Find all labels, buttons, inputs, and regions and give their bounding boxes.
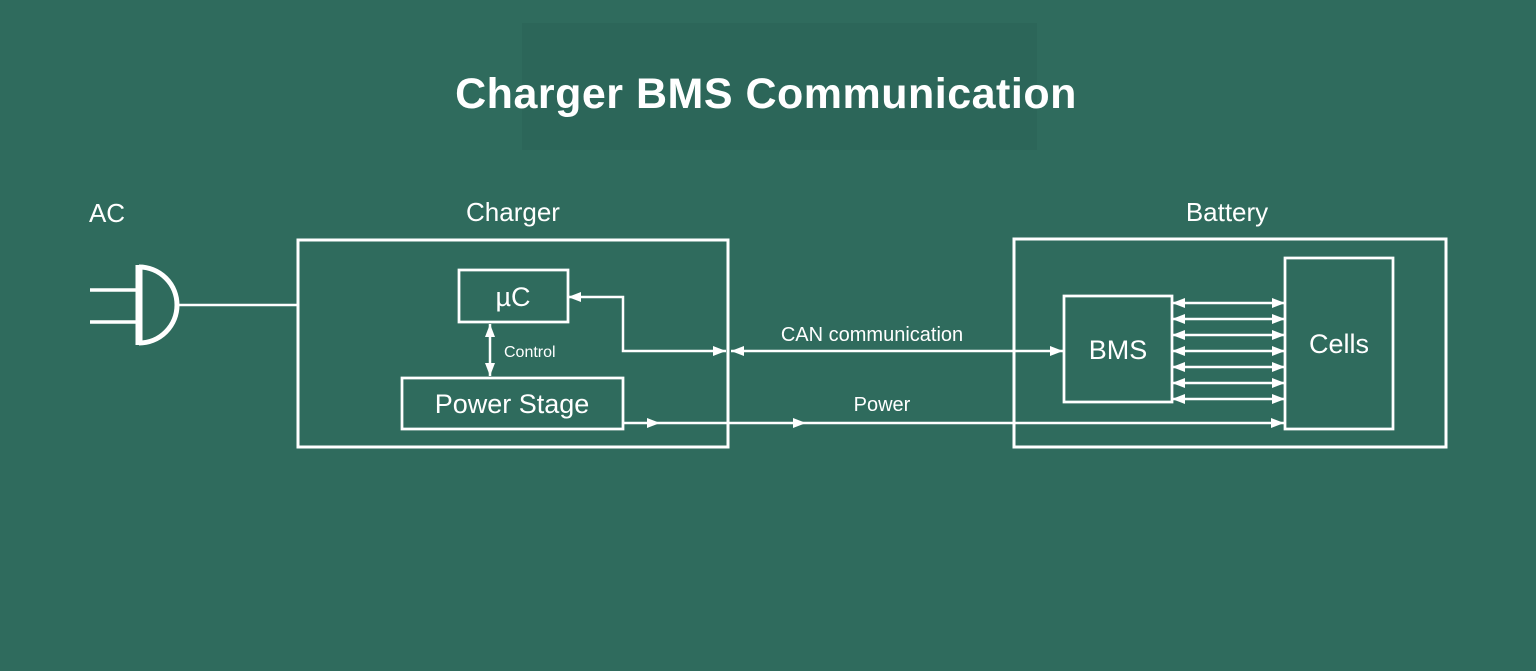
- can-communication-label: CAN communication: [781, 324, 963, 346]
- cells-label: Cells: [1309, 329, 1369, 359]
- charger-box: [296, 238, 730, 449]
- plug-dome: [138, 264, 180, 346]
- title-background-band: [522, 23, 1037, 150]
- bms-cells-links: [1172, 298, 1285, 404]
- power-stage-box: [400, 376, 625, 431]
- page-title: Charger BMS Communication: [455, 70, 1077, 118]
- cells-box: [1283, 256, 1395, 431]
- ac-label: AC: [89, 198, 125, 228]
- power-label: Power: [854, 394, 911, 416]
- ac-plug-icon: [90, 264, 180, 346]
- bms-label: BMS: [1089, 335, 1148, 365]
- mcu-label: µC: [495, 282, 530, 312]
- battery-label: Battery: [1186, 197, 1268, 227]
- control-label: Control: [504, 344, 556, 361]
- charger-label: Charger: [466, 197, 560, 227]
- battery-box: [1012, 237, 1448, 449]
- power-stage-label: Power Stage: [435, 389, 590, 419]
- mcu-can-feedback-wire: [568, 292, 726, 356]
